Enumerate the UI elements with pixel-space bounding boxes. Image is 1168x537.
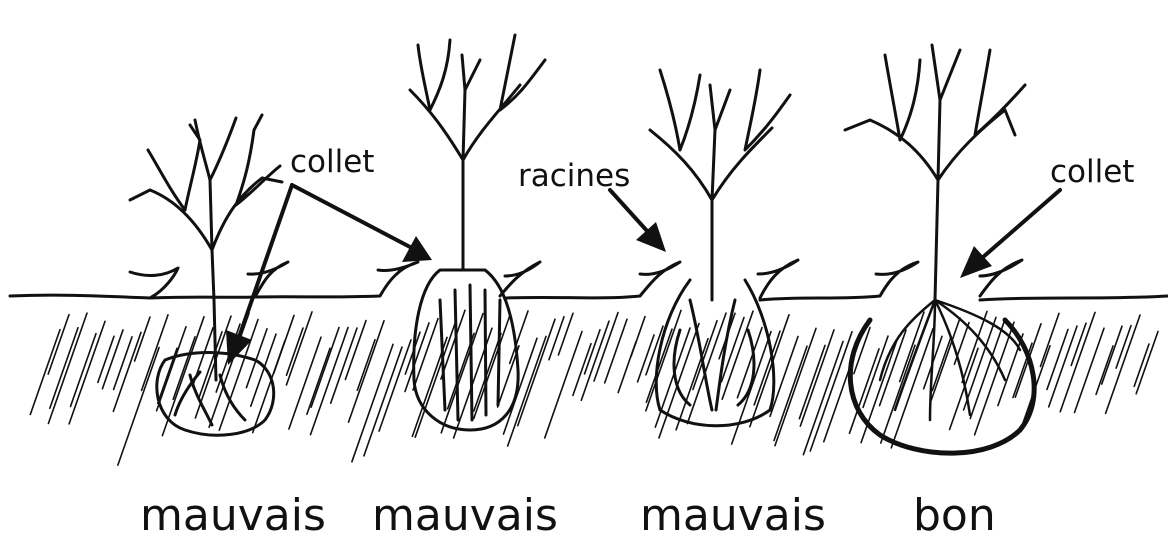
hatch-stroke <box>379 340 411 431</box>
label-racines: racines <box>518 158 630 194</box>
label-collet-left: collet <box>290 144 374 180</box>
arrow-icon <box>960 246 992 278</box>
hatch-stroke <box>594 313 618 381</box>
hatch-stroke <box>142 315 168 391</box>
hatch-stroke <box>687 313 726 423</box>
hatch-stroke <box>251 334 276 406</box>
hatch-stroke <box>1136 331 1158 393</box>
hatch-stroke <box>70 334 96 407</box>
hatch-stroke <box>135 317 150 361</box>
hatch-stroke <box>631 317 645 357</box>
planting-hole <box>850 320 1034 453</box>
tree-icon <box>410 35 545 270</box>
verdict-3: mauvais <box>640 490 826 537</box>
hatch-stroke <box>173 337 195 399</box>
hatch-stroke <box>774 346 807 440</box>
arrow-icon <box>402 236 432 262</box>
tree-icon <box>845 45 1025 300</box>
verdict-1: mauvais <box>140 490 326 537</box>
hatch-stroke <box>307 348 330 414</box>
arrow-icon <box>610 190 648 232</box>
hatch-stroke <box>1060 312 1095 411</box>
hatch-stroke <box>518 319 555 425</box>
hatch-stroke <box>1075 328 1104 412</box>
hatch-stroke <box>1040 313 1059 366</box>
soil-hatching <box>30 310 1158 465</box>
ground-surface <box>10 260 1168 300</box>
hatch-stroke <box>118 348 159 466</box>
label-collet-right: collet <box>1050 154 1134 190</box>
plant-4 <box>845 45 1034 453</box>
hatch-stroke <box>861 340 897 443</box>
hatch-stroke <box>1013 343 1032 397</box>
hatch-stroke <box>800 330 834 426</box>
hatch-stroke <box>722 311 753 399</box>
arrow-icon <box>982 190 1060 258</box>
hatch-stroke <box>998 334 1023 406</box>
hatch-stroke <box>1106 315 1140 413</box>
hatch-stroke <box>286 328 303 375</box>
verdict-4: bon <box>913 490 996 537</box>
verdict-2: mauvais <box>372 490 558 537</box>
root-ball <box>414 270 518 430</box>
hatch-stroke <box>357 340 375 391</box>
hatch-stroke <box>48 315 69 375</box>
hatch-stroke <box>352 344 393 461</box>
hatch-stroke <box>1096 346 1113 394</box>
hatch-stroke <box>810 332 852 451</box>
hatch-stroke <box>549 317 564 360</box>
arrow-icon <box>292 185 412 248</box>
hatch-stroke <box>863 336 888 407</box>
hatch-stroke <box>605 319 627 383</box>
hatch-stroke <box>98 336 114 382</box>
hatch-stroke <box>199 332 222 398</box>
tree-icon <box>130 115 282 380</box>
hatch-stroke <box>932 337 951 390</box>
root-ball <box>656 280 774 426</box>
hatch-stroke <box>405 323 429 392</box>
hatch-stroke <box>311 328 348 435</box>
hatch-stroke <box>289 337 321 429</box>
hatch-stroke <box>1049 326 1077 407</box>
hatch-stroke <box>48 313 87 423</box>
hatch-stroke <box>950 348 978 429</box>
hatch-stroke <box>114 337 132 390</box>
hatch-stroke <box>962 311 987 382</box>
hatch-stroke <box>558 313 573 355</box>
